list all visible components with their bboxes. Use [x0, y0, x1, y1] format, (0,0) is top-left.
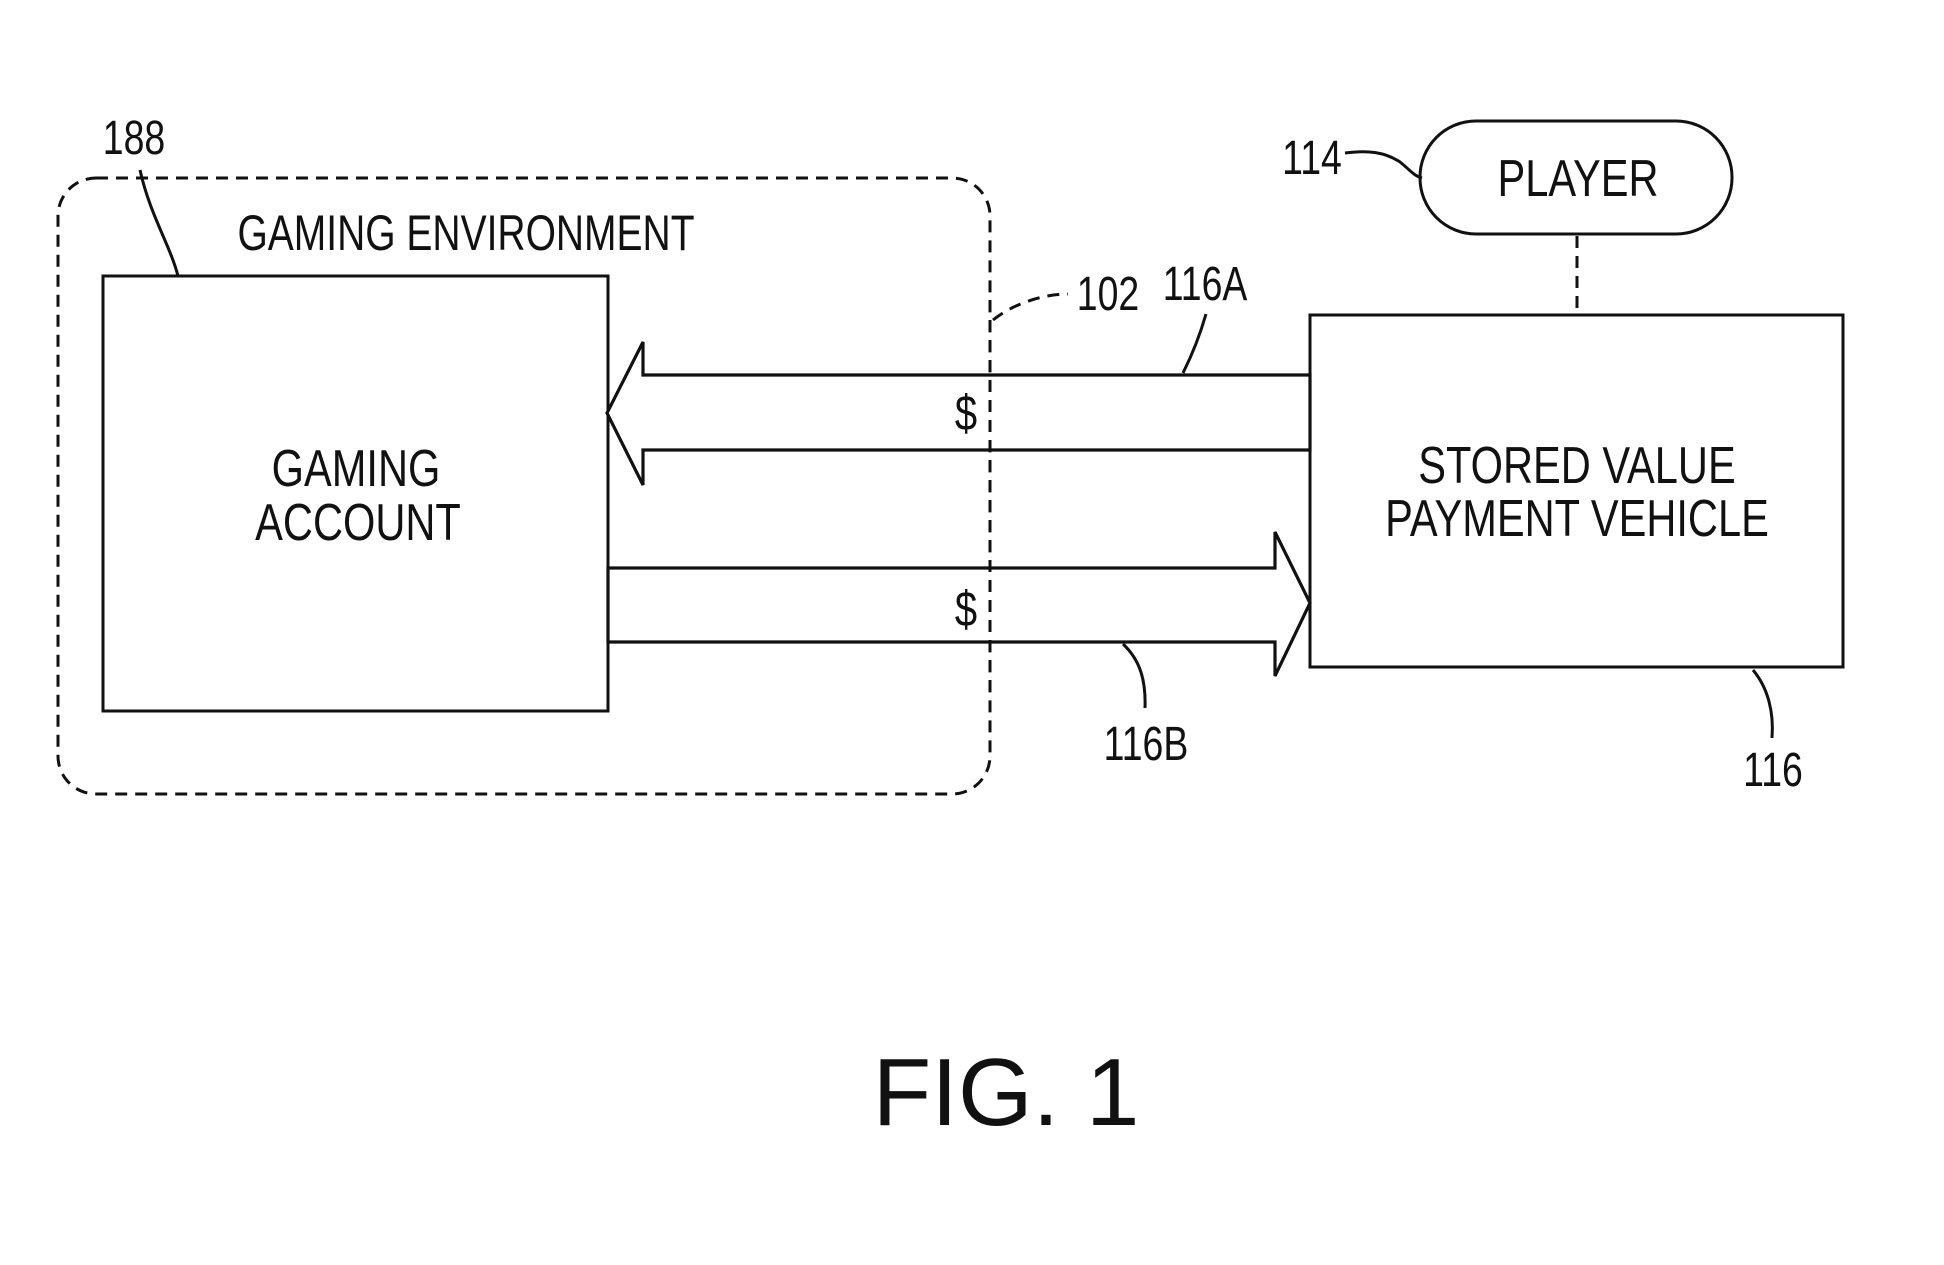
- gaming-account-line2: ACCOUNT: [255, 493, 461, 552]
- stored-value-line1: STORED VALUE: [1418, 436, 1735, 495]
- ref-114-leader: [1345, 152, 1422, 178]
- ref-116a-leader: [1183, 314, 1206, 373]
- ref-102-leader: [993, 294, 1068, 320]
- transfer-in-symbol: $: [955, 385, 977, 441]
- ref-116b-leader: [1123, 644, 1145, 708]
- gaming-environment-title: GAMING ENVIRONMENT: [237, 204, 694, 261]
- ref-116b-label: 116B: [1104, 718, 1189, 772]
- ref-114-label: 114: [1282, 132, 1342, 186]
- ref-188-label: 188: [103, 112, 165, 166]
- ref-116-label: 116: [1743, 744, 1803, 798]
- ref-188-leader: [140, 170, 178, 276]
- figure-caption: FIG. 1: [873, 1039, 1140, 1146]
- ref-102-label: 102: [1077, 268, 1139, 322]
- gaming-account-line1: GAMING: [272, 439, 441, 498]
- ref-116a-label: 116A: [1163, 258, 1248, 312]
- stored-value-line2: PAYMENT VEHICLE: [1385, 489, 1769, 548]
- ref-116-leader: [1753, 670, 1772, 738]
- gaming-environment-boundary: [58, 178, 990, 794]
- player-label: PLAYER: [1497, 149, 1658, 208]
- transfer-out-symbol: $: [955, 581, 977, 637]
